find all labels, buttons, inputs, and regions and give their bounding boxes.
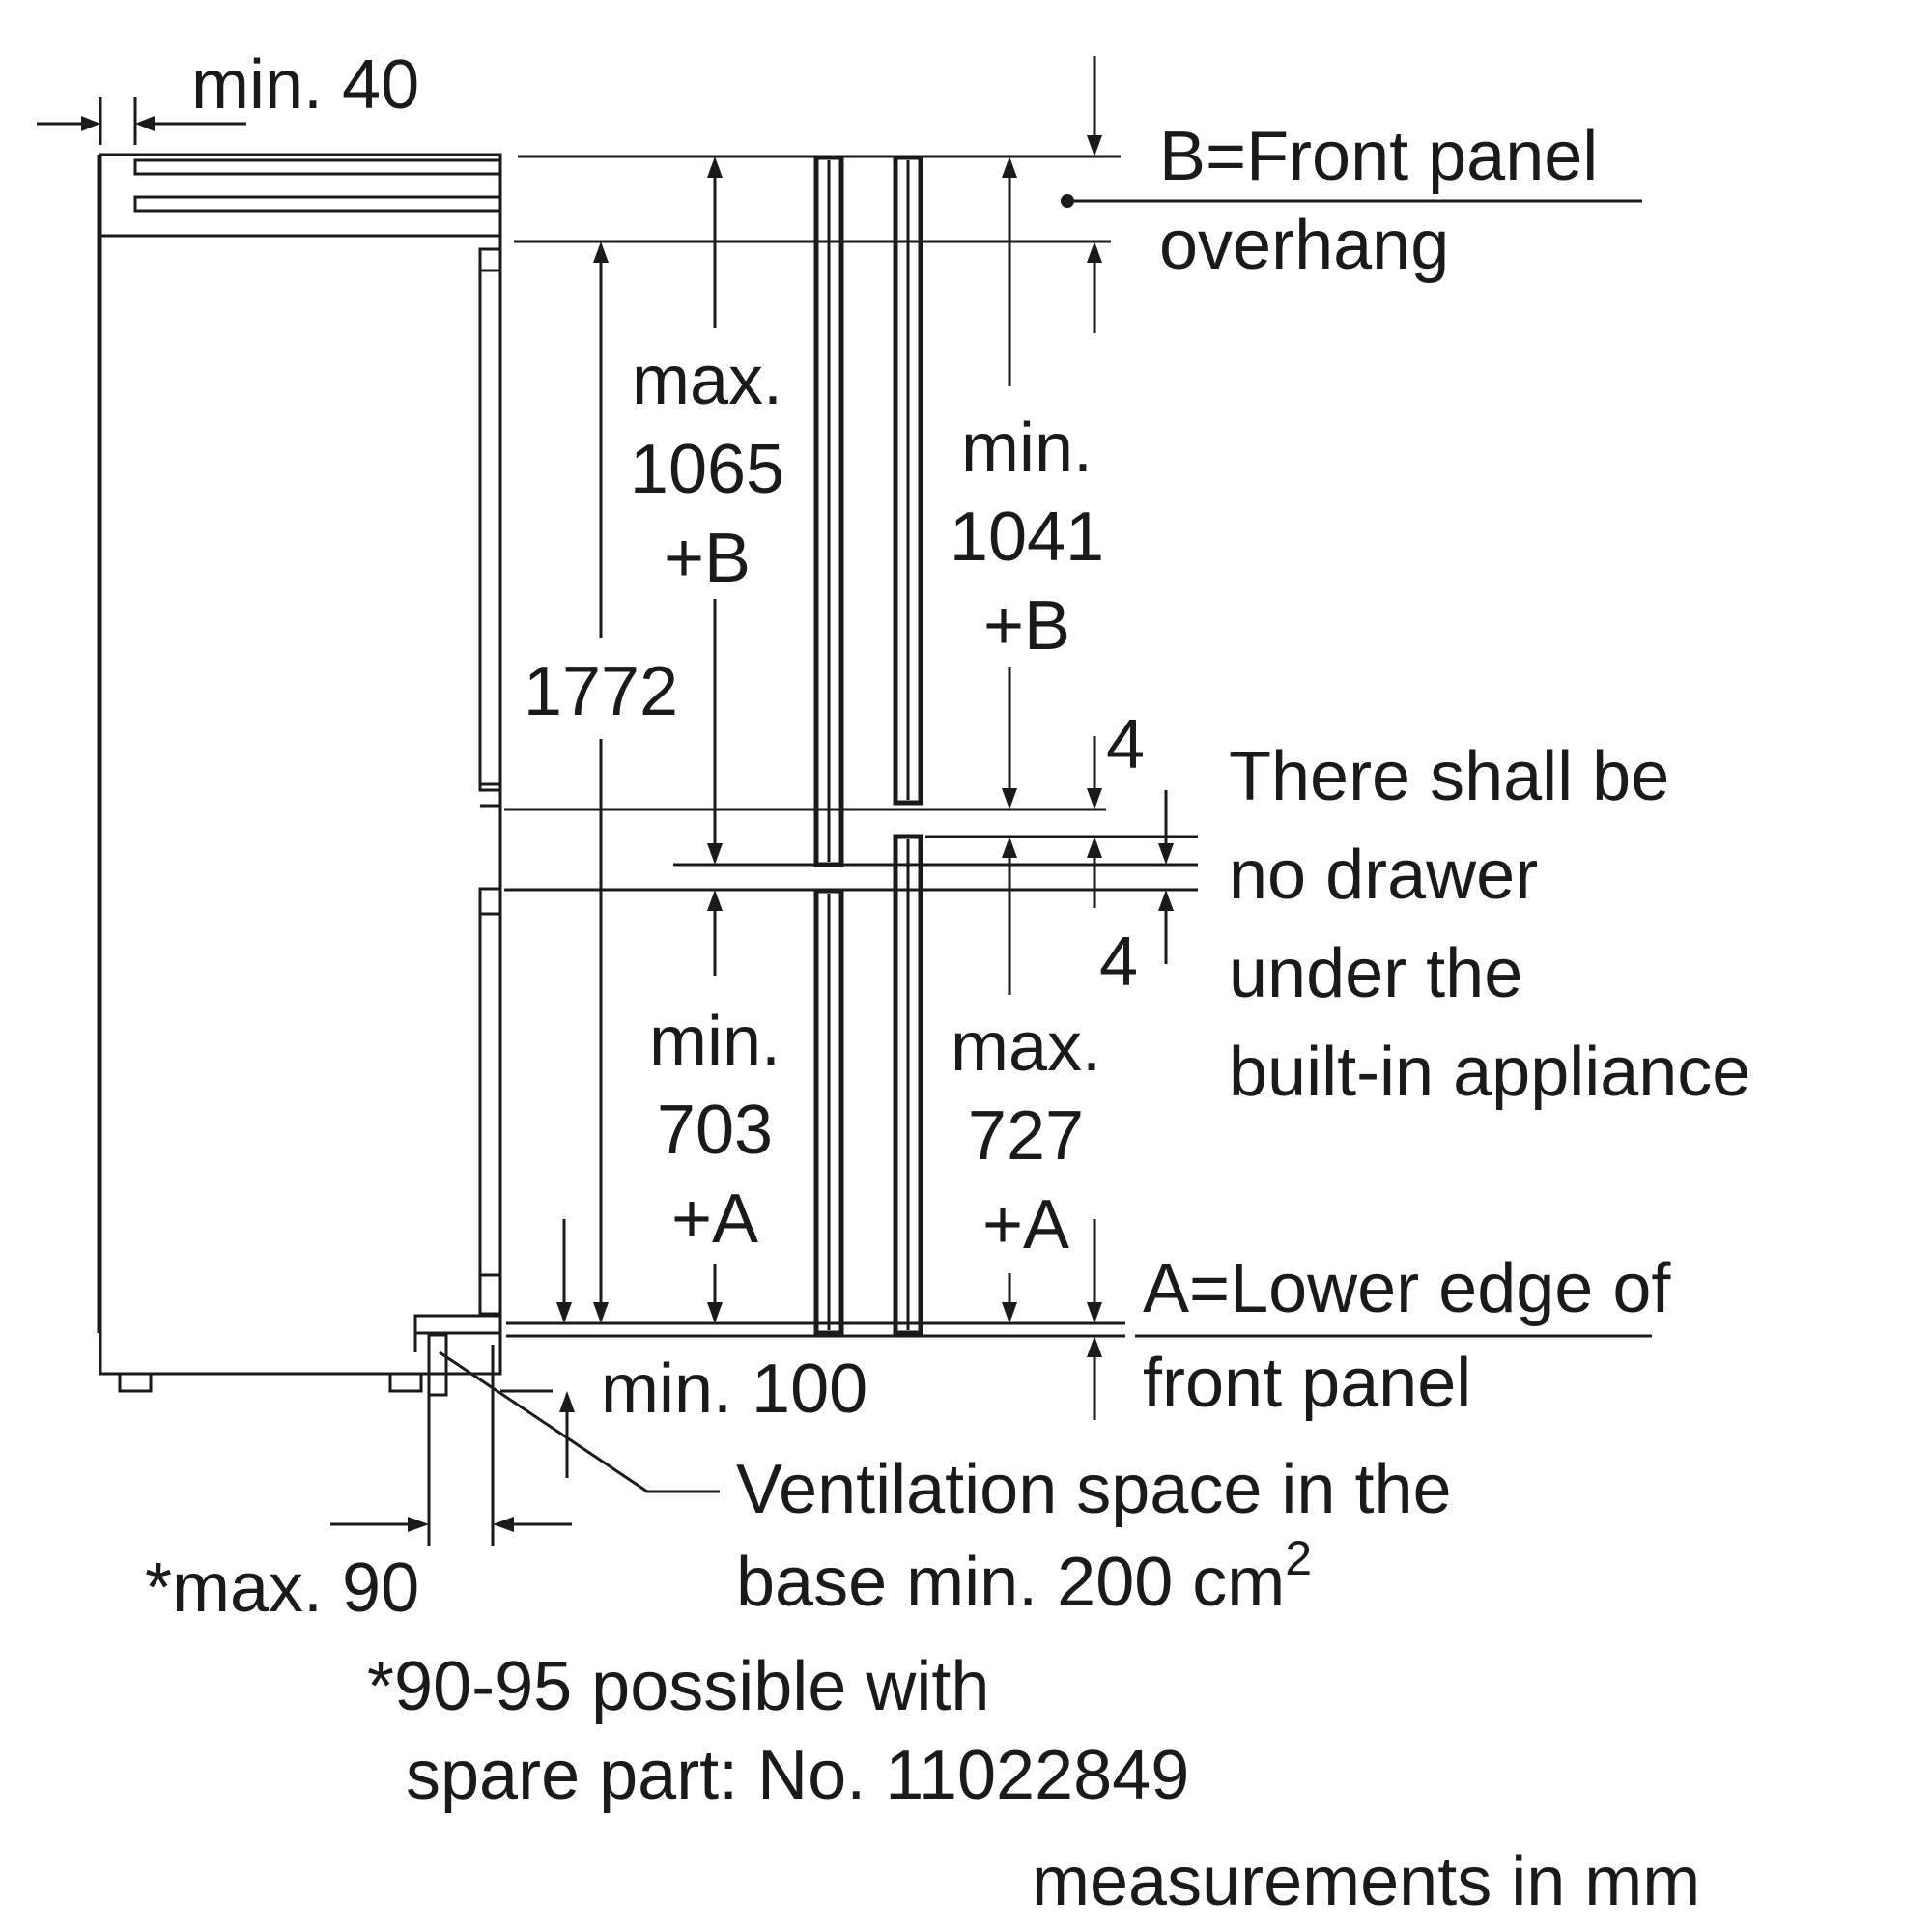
ventilation-note-line1: Ventilation space in the — [736, 1451, 1452, 1528]
label-gap-top-4: 4 — [1106, 706, 1145, 783]
ventilation-note-superscript: 2 — [1285, 1531, 1312, 1585]
ventilation-note-line2: base min. 200 cm2 — [736, 1531, 1312, 1621]
label-min-1041-line3: +B — [983, 587, 1070, 665]
label-min-703-line2: 703 — [657, 1092, 773, 1169]
base-plinth — [413, 1314, 502, 1546]
label-a-definition-1: A=Lower edge of — [1143, 1250, 1671, 1327]
label-min-1041-line1: min. — [961, 410, 1093, 487]
label-min-1041-line2: 1041 — [950, 498, 1104, 576]
drawer-note-line4: built-in appliance — [1229, 1034, 1750, 1111]
leader-dot — [1061, 194, 1074, 208]
label-max-1065-line1: max. — [632, 342, 782, 419]
label-b-definition-1: B=Front panel — [1159, 118, 1598, 195]
label-min-703-line3: +A — [671, 1180, 758, 1258]
label-max-90: *max. 90 — [145, 1549, 419, 1627]
label-min-40: min. 40 — [191, 46, 419, 124]
drawer-note-line1: There shall be — [1229, 738, 1669, 815]
reference-lines — [500, 155, 1652, 1393]
label-b-definition-2: overhang — [1159, 207, 1449, 284]
drawer-note-line3: under the — [1229, 935, 1522, 1012]
footnote-line2: spare part: No. 11022849 — [406, 1737, 1189, 1814]
footnote-line1: *90-95 possible with — [367, 1648, 989, 1725]
label-max-1065-line2: 1065 — [630, 431, 784, 508]
cabinet-outline — [97, 153, 502, 1393]
label-max-727-line2: 727 — [968, 1097, 1084, 1175]
drawer-note-line2: no drawer — [1229, 837, 1538, 914]
label-max-1065-line3: +B — [664, 520, 751, 597]
dimension-lines — [37, 56, 1174, 1532]
label-1772: 1772 — [524, 653, 678, 730]
units-note: measurements in mm — [1032, 1843, 1700, 1920]
label-max-727-line3: +A — [982, 1186, 1069, 1264]
label-min-100: min. 100 — [601, 1350, 867, 1428]
label-a-definition-2: front panel — [1143, 1345, 1471, 1422]
label-min-703-line1: min. — [649, 1003, 781, 1080]
label-max-727-line1: max. — [951, 1009, 1101, 1086]
label-gap-bottom-4: 4 — [1099, 923, 1138, 1001]
ventilation-note-text: base min. 200 cm — [736, 1544, 1285, 1621]
front-panels — [813, 155, 923, 1336]
